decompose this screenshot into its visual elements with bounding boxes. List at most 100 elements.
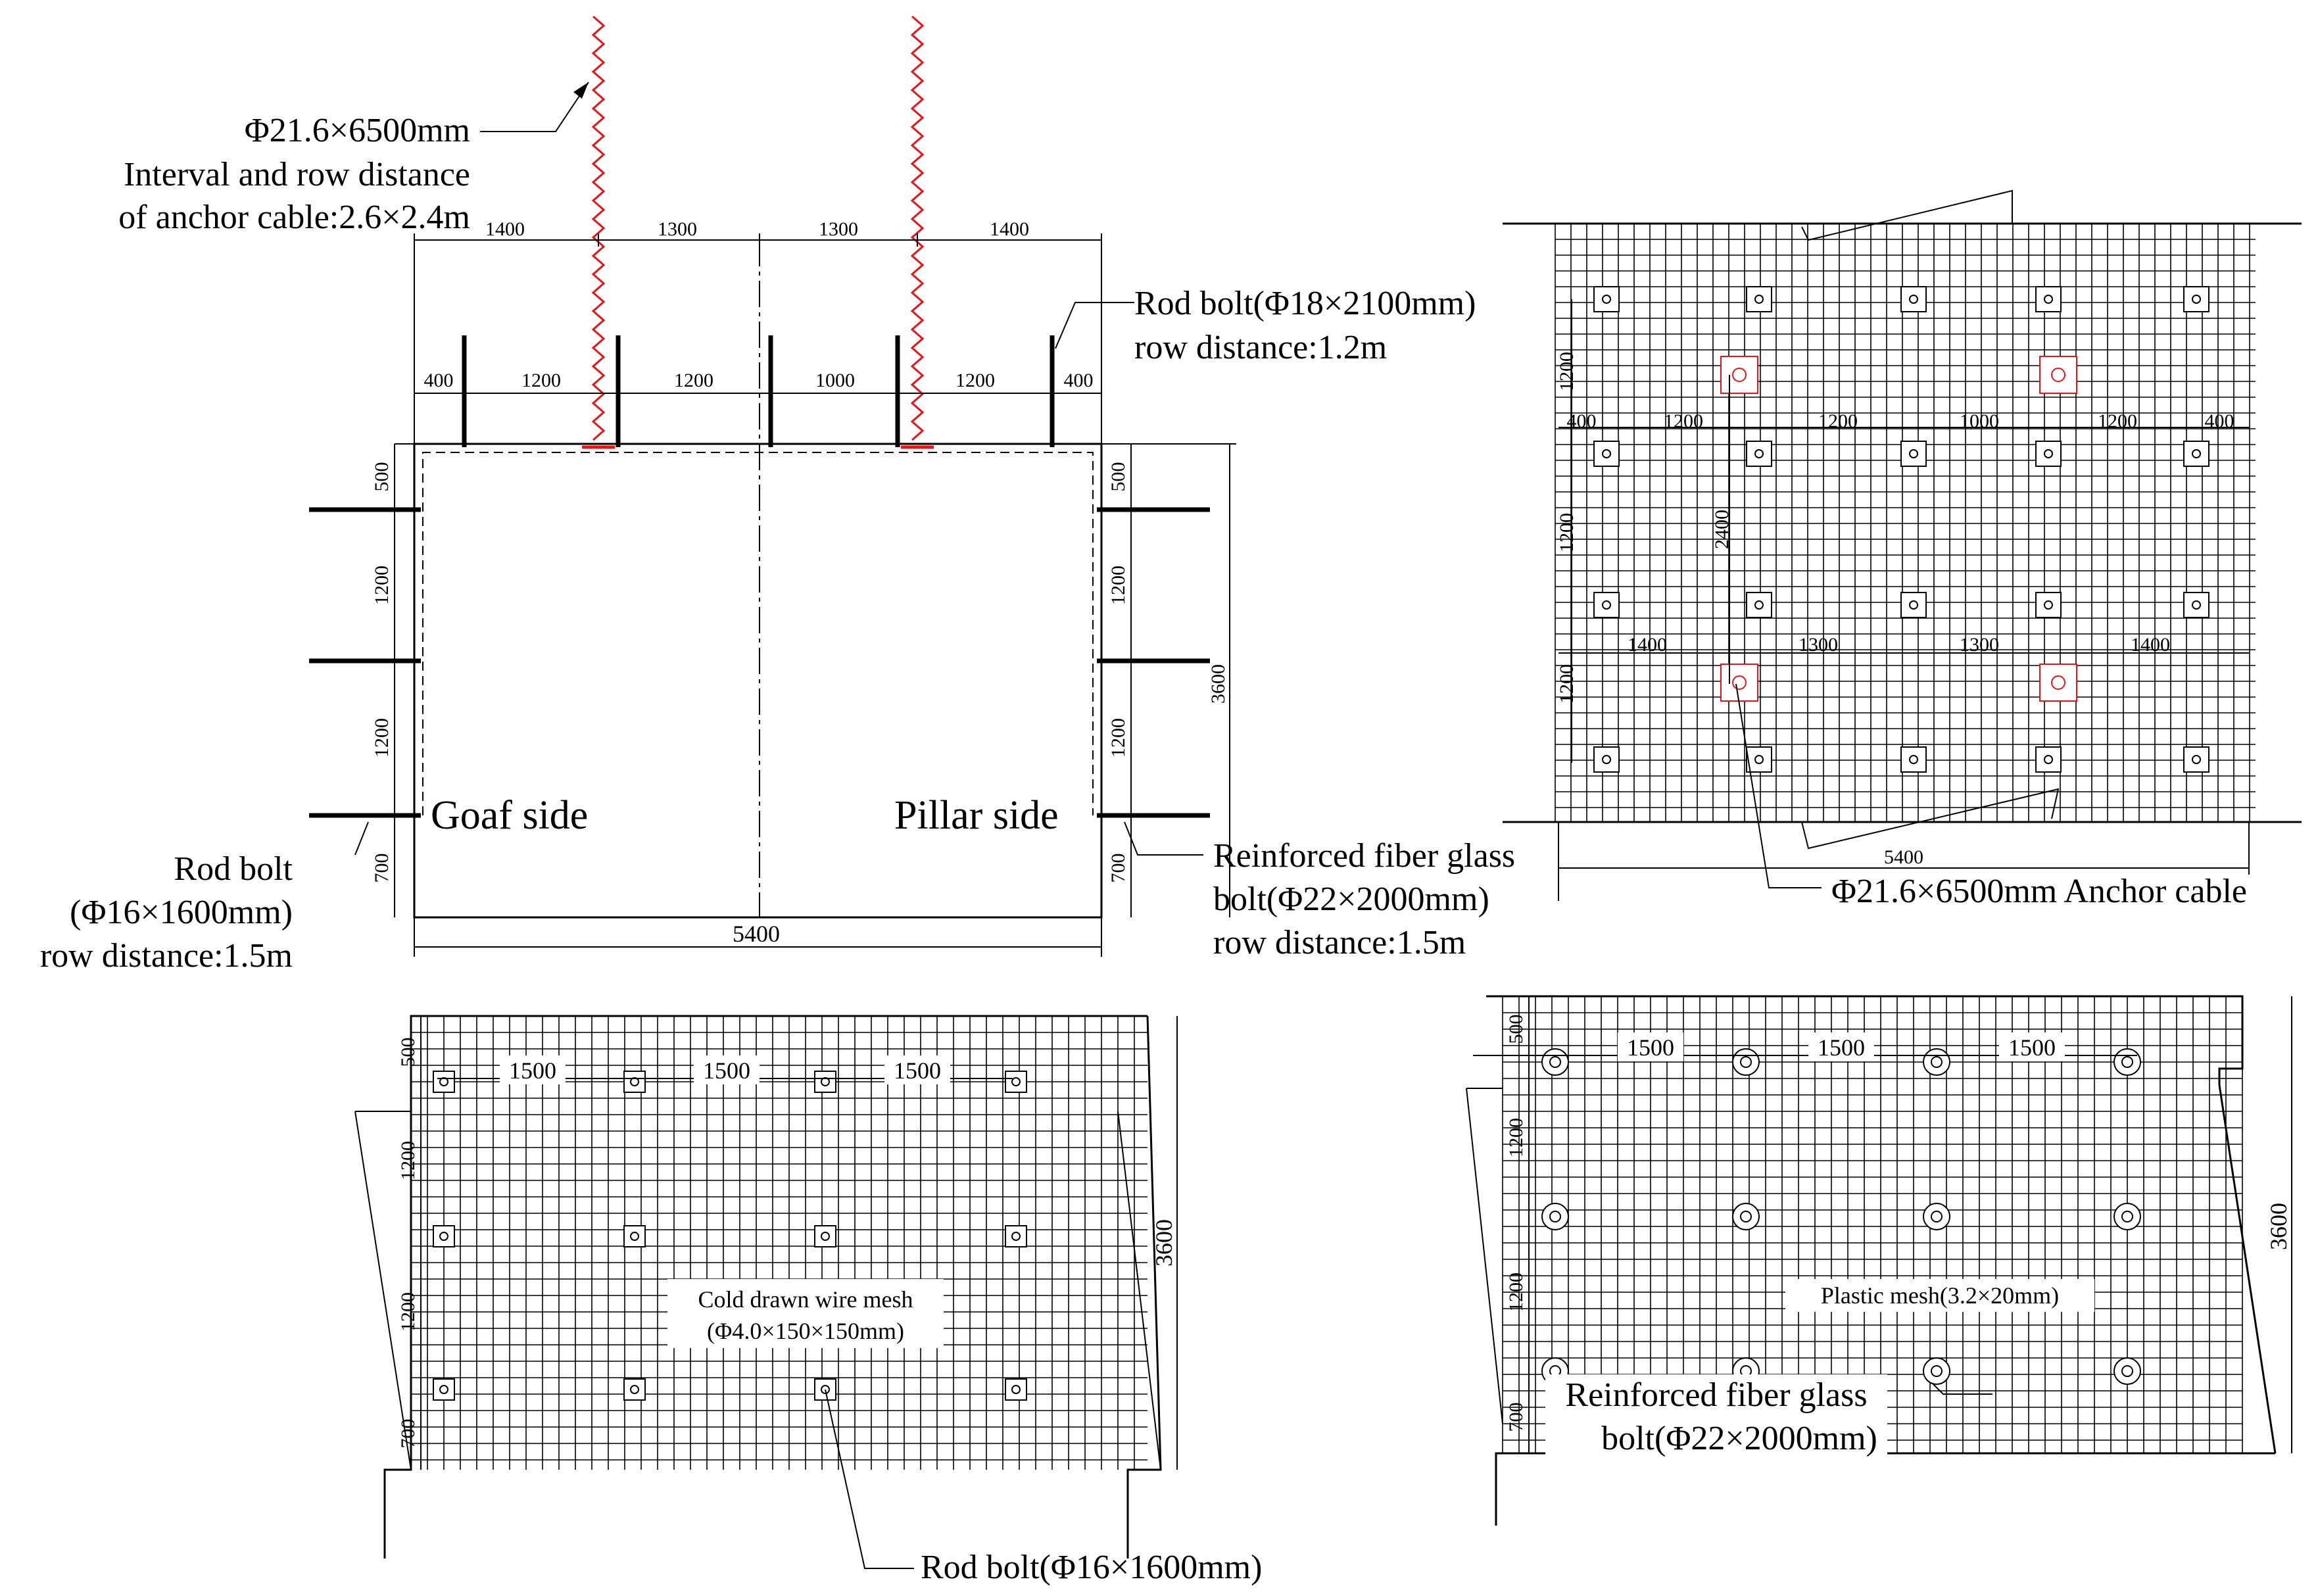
- bolt-plate: [433, 1378, 455, 1401]
- frp-leader: [1124, 821, 1203, 856]
- rdim-1200b: 1200: [1818, 410, 1858, 432]
- bolt-plate: [2183, 746, 2209, 773]
- wall-slant-left: [1466, 1088, 1503, 1424]
- anchor-cable-leader: [1735, 683, 1822, 888]
- bolt-plate: [1005, 1225, 1027, 1247]
- label-bg: [1618, 1032, 1683, 1061]
- bolt-plate: [623, 1071, 646, 1093]
- bolt-hole: [1011, 1232, 1021, 1241]
- dim-1400b: 1400: [990, 218, 1029, 240]
- goaf-hdim-1500c: 1500: [894, 1057, 941, 1084]
- bolt-hole: [1909, 755, 1918, 764]
- goaf-wall-outline-right: [1126, 1015, 1162, 1559]
- pillar-hdim-1500b: 1500: [1818, 1034, 1865, 1061]
- cable-row-2400: 2400: [1711, 510, 1733, 549]
- roof-row-1200a: 1200: [1556, 352, 1578, 391]
- goaf-hdim-1500b: 1500: [703, 1057, 750, 1084]
- goaf-vdim-700: 700: [397, 1419, 419, 1449]
- bolt-hole: [1754, 600, 1764, 610]
- dim-1300a: 1300: [658, 218, 697, 240]
- bolt-plate: [1900, 592, 1927, 618]
- rdim-1200c: 1200: [2098, 410, 2137, 432]
- anchor-leader: [480, 82, 589, 132]
- anchor-cable-right: [910, 15, 925, 441]
- bolt-hole: [2044, 449, 2053, 458]
- bolt-plate: [814, 1225, 836, 1247]
- goaf-side-label: Goaf side: [431, 793, 588, 838]
- frp-plate: [1923, 1203, 1950, 1230]
- anchor-label-2: Interval and row distance: [124, 156, 470, 193]
- bolt-plate: [2035, 746, 2062, 773]
- frp-plate: [1923, 1048, 1950, 1076]
- frp-plate: [1732, 1203, 1760, 1230]
- dim-400b: 400: [1064, 370, 1094, 391]
- bolt-plate: [1593, 746, 1620, 773]
- bolt-plate: [1593, 286, 1620, 312]
- bolt-plate: [2035, 441, 2062, 467]
- bolt-plate: [433, 1071, 455, 1093]
- rod-bolt-left-3: row distance:1.5m: [40, 937, 293, 975]
- plastic-mesh-label: Plastic mesh(3.2×20mm): [1821, 1282, 2059, 1309]
- bolt-plate: [1593, 592, 1620, 618]
- dim-1200c: 1200: [955, 370, 995, 391]
- anchor-hole: [1732, 368, 1747, 382]
- wall-slant-left: [354, 1111, 412, 1470]
- rdim-1200b: 1200: [1107, 718, 1129, 758]
- dim-1200b: 1200: [674, 370, 713, 391]
- dim-1400a: 1400: [485, 218, 525, 240]
- frp-plate: [2113, 1357, 2141, 1385]
- goaf-rod-bolt-label: Rod bolt(Φ16×1600mm): [921, 1549, 1262, 1586]
- bolt-plate: [1746, 746, 1772, 773]
- frp-label-2: bolt(Φ22×2000mm): [1213, 881, 1489, 918]
- label-bg: [1785, 1279, 2094, 1312]
- pillar-frp-plates: [1541, 1048, 2141, 1385]
- label-bg: [500, 1055, 566, 1084]
- rod-bolt-left-2: (Φ16×1600mm): [70, 894, 293, 931]
- width-5400: 5400: [733, 921, 780, 947]
- pillar-hdim-1500c: 1500: [2008, 1034, 2056, 1061]
- roof-bolts: [462, 335, 1055, 447]
- frp-hole: [2121, 1056, 2133, 1068]
- rod-bolt-roof-label-2: row distance:1.2m: [1134, 329, 1387, 366]
- pillar-vdim-700: 700: [1505, 1403, 1527, 1432]
- frp-hole: [1931, 1056, 1943, 1068]
- frp-hole: [1931, 1365, 1943, 1377]
- bolt-hole: [439, 1232, 448, 1241]
- bolt-hole: [2192, 600, 2201, 610]
- bolt-plate: [1005, 1378, 1027, 1401]
- pillar-frp-label-1: Reinforced fiber glass: [1565, 1376, 1867, 1414]
- cdim-1400a: 1400: [1628, 634, 1667, 656]
- height-3600: 3600: [1207, 664, 1229, 704]
- roof-plan-panel: 400 1200 1200 1000 1200 400 1200 1200 12…: [1503, 189, 2302, 910]
- anchor-hole: [2051, 675, 2065, 690]
- pillar-hdim-1500a: 1500: [1627, 1034, 1674, 1061]
- frp-hole: [2121, 1211, 2133, 1222]
- bolt-plate: [2035, 592, 2062, 618]
- label-bg: [1545, 1374, 1887, 1460]
- frp-label-3: row distance:1.5m: [1213, 924, 1466, 961]
- bolt-plate: [1746, 441, 1772, 467]
- goaf-vdim-500: 500: [397, 1038, 419, 1067]
- bolt-hole: [1011, 1077, 1021, 1086]
- bolt-hole: [2044, 600, 2053, 610]
- goaf-vdim-1200a: 1200: [397, 1141, 419, 1180]
- bolt-hole: [630, 1385, 639, 1394]
- bolt-hole: [821, 1385, 830, 1394]
- rdim-1200a: 1200: [1664, 410, 1703, 432]
- goaf-vdim-1200b: 1200: [397, 1292, 419, 1332]
- anchor-plate: [2039, 356, 2077, 394]
- label-bg: [884, 1055, 950, 1084]
- rod-bolt-left-leader: [354, 821, 369, 856]
- frp-hole: [1931, 1211, 1943, 1222]
- rdim-700: 700: [1107, 854, 1129, 883]
- frp-plate: [1541, 1203, 1569, 1230]
- frp-hole: [1740, 1056, 1752, 1068]
- frp-label-1: Reinforced fiber glass: [1213, 837, 1515, 875]
- bolt-plate: [1900, 286, 1927, 312]
- label-bg: [1999, 1032, 2065, 1061]
- pillar-wall-panel: 1500 1500 1500 500 1200 1200 700 3600 Pl…: [1466, 995, 2292, 1526]
- frp-plate: [2113, 1048, 2141, 1076]
- mesh-label-2: (Φ4.0×150×150mm): [707, 1318, 904, 1344]
- bolt-hole: [2044, 295, 2053, 304]
